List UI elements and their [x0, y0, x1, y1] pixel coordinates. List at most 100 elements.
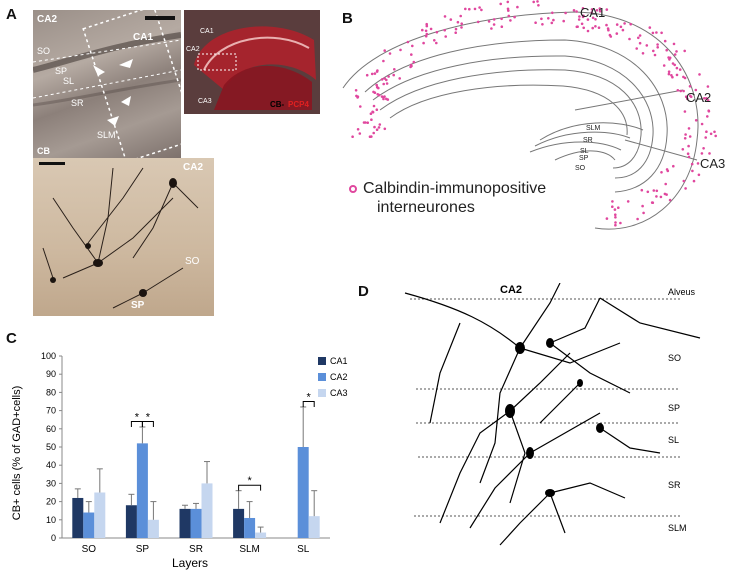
calbindin-marker [550, 21, 554, 25]
calbindin-marker [460, 22, 463, 26]
calbindin-marker [687, 127, 691, 130]
calbindin-marker [665, 168, 669, 171]
x-tick-label: SO [82, 544, 97, 555]
calbindin-marker [662, 64, 666, 67]
calbindin-marker [382, 59, 385, 63]
bar-ca3-sp [147, 519, 159, 538]
calbindin-marker [580, 22, 584, 26]
calbindin-marker [684, 187, 687, 190]
calbindin-marker [605, 8, 609, 11]
calbindin-marker [706, 85, 710, 88]
micrograph-top-left-overlay [33, 10, 181, 158]
tracing-layer-label: SO [668, 353, 681, 363]
label-sl: SL [63, 76, 75, 86]
tracing-layer-label: Alveus [668, 287, 696, 297]
calbindin-marker [410, 53, 413, 56]
calbindin-marker [534, 21, 537, 25]
calbindin-marker [683, 49, 686, 53]
region-label-ca2: CA2 [686, 90, 712, 105]
calbindin-marker [586, 29, 590, 33]
calbindin-marker [499, 2, 502, 6]
calbindin-marker [638, 41, 642, 45]
dendrites [404, 283, 701, 546]
calbindin-marker [704, 136, 707, 139]
calbindin-marker [703, 97, 706, 100]
hippocampus-schematic [342, 0, 717, 230]
y-tick-label: 80 [46, 387, 56, 397]
calbindin-marker [398, 77, 401, 80]
calbindin-marker [687, 144, 690, 148]
calbindin-marker [617, 206, 620, 209]
region-label-ca3: CA3 [700, 156, 726, 171]
calbindin-marker [492, 18, 496, 21]
calbindin-marker [516, 5, 519, 9]
micrograph-bottom: CA2 SO SP [33, 158, 214, 316]
calbindin-marker [635, 47, 638, 50]
calbindin-marker [705, 130, 708, 133]
calbindin-marker [628, 37, 631, 41]
calbindin-marker [591, 26, 594, 30]
calbindin-marker [668, 56, 672, 60]
significance-star: * [307, 392, 312, 404]
calbindin-marker [492, 23, 496, 26]
calbindin-marker [698, 73, 701, 76]
inset-label-ca3: CA3 [198, 98, 212, 105]
neuron-traces [39, 162, 199, 309]
calbindin-marker [443, 15, 447, 18]
layer-label-so: SO [575, 165, 586, 172]
legend-line-1: Calbindin-immunopositive [363, 180, 547, 197]
calbindin-marker [641, 204, 644, 208]
calbindin-marker [590, 8, 594, 11]
calbindin-marker [655, 31, 658, 34]
calbindin-marker [393, 68, 396, 71]
calbindin-marker [615, 23, 619, 26]
calbindin-marker [376, 93, 379, 96]
calbindin-marker [551, 11, 554, 15]
calbindin-marker [637, 36, 640, 40]
calbindin-marker [645, 44, 649, 47]
calbindin-marker [443, 28, 446, 32]
calbindin-marker [598, 7, 602, 10]
calbindin-marker [429, 27, 433, 31]
calbindin-marker [714, 134, 717, 138]
calbindin-marker [691, 169, 694, 173]
calbindin-marker [375, 108, 379, 111]
label-sr: SR [71, 98, 84, 108]
calbindin-marker [364, 121, 367, 124]
calbindin-marker [663, 39, 667, 43]
calbindin-marker [572, 9, 576, 12]
calbindin-marker [373, 125, 376, 129]
calbindin-marker [675, 66, 679, 70]
calbindin-marker [614, 216, 617, 219]
calbindin-marker [597, 26, 601, 30]
calbindin-marker [706, 115, 709, 118]
calbindin-marker [656, 46, 659, 49]
calbindin-marker [667, 70, 671, 73]
calbindin-marker [356, 96, 359, 99]
calbindin-marker [665, 48, 668, 52]
calbindin-marker [675, 73, 679, 77]
calbindin-marker [392, 73, 395, 77]
layer-label-sl: SL [580, 148, 589, 155]
calbindin-marker [378, 123, 382, 126]
calbindin-marker [490, 27, 493, 30]
calbindin-marker [372, 104, 376, 108]
calbindin-marker [351, 135, 354, 138]
calbindin-marker [648, 26, 652, 29]
inset-overlay [194, 26, 316, 110]
panel-label-a: A [6, 6, 17, 23]
calbindin-marker [456, 20, 460, 24]
calbindin-marker [375, 85, 379, 89]
calbindin-marker [532, 0, 535, 4]
calbindin-marker [382, 97, 385, 101]
calbindin-marker [425, 22, 428, 26]
calbindin-marker [478, 6, 481, 9]
x-tick-label: SL [297, 544, 310, 555]
calbindin-marker [700, 152, 704, 155]
y-tick-label: 50 [46, 442, 56, 452]
somata [505, 338, 604, 497]
x-tick-label: SR [189, 544, 203, 555]
calbindin-marker [370, 118, 373, 121]
